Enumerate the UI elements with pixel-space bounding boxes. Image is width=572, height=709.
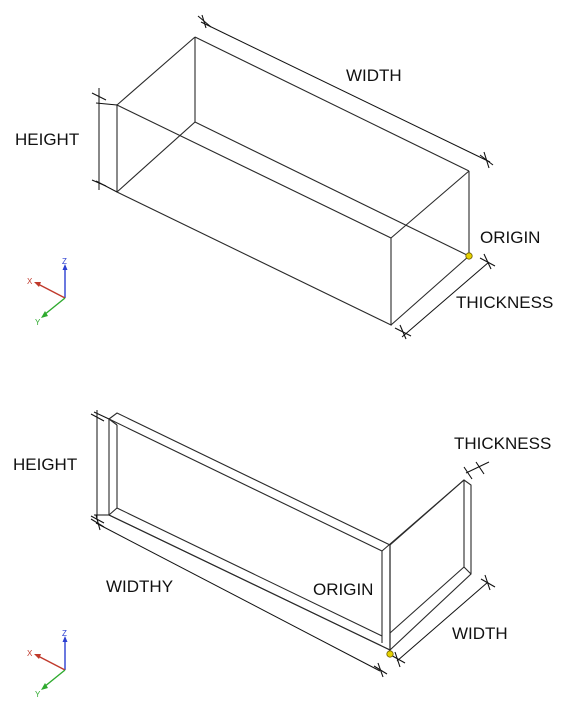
bottom-origin-marker xyxy=(386,650,394,658)
top-axis-y-line xyxy=(43,297,66,316)
top-width-dimension xyxy=(197,14,494,169)
bottom-thickness-label: THICKNESS xyxy=(454,434,551,453)
bottom-axis-x-line xyxy=(37,655,66,671)
top-axis-x-label: X xyxy=(27,277,33,286)
bottom-axis-y-line xyxy=(43,669,66,688)
bottom-long-wall-bottom-edge xyxy=(108,514,391,651)
bottom-width-dimension xyxy=(388,574,496,668)
bottom-axis-z-arrow-icon xyxy=(62,636,68,642)
bottom-wall-diagram: HEIGHT THICKNESS WIDTHY ORIGIN WIDTH xyxy=(13,410,551,678)
top-width-label: WIDTH xyxy=(346,66,402,85)
top-box-top-right-edge xyxy=(194,36,470,172)
top-thickness-label: THICKNESS xyxy=(456,293,553,312)
bottom-long-wall-bottom-inner-edge xyxy=(108,507,118,516)
bottom-thickness-dimension xyxy=(463,461,490,480)
bottom-width-label: WIDTH xyxy=(452,624,508,643)
bottom-short-wall-end-bottom xyxy=(463,566,472,575)
top-axis-z-label: Z xyxy=(62,257,67,266)
top-axis-triad: Z X Y xyxy=(27,257,68,327)
top-height-dimension xyxy=(91,88,118,193)
bottom-axis-x-arrow-icon xyxy=(34,654,41,659)
top-box-right-bottom-edge xyxy=(390,255,470,326)
top-axis-y-arrow-icon xyxy=(41,311,48,318)
bottom-long-wall-left-inner-edge xyxy=(108,418,118,426)
bottom-widthy-dimension xyxy=(90,514,388,678)
bottom-axis-y-label: Y xyxy=(35,690,41,699)
bottom-short-wall-top-inner-edge xyxy=(381,479,465,552)
bottom-wall-wireframe xyxy=(108,412,472,652)
bottom-origin-label: ORIGIN xyxy=(313,580,373,599)
bottom-long-wall-top-inner-edge xyxy=(108,418,383,552)
top-box-diagram: WIDTH HEIGHT ORIGIN THICKNESS xyxy=(15,14,553,340)
top-box-top-front-edge xyxy=(390,170,470,239)
bottom-short-wall-inner-bottom xyxy=(389,566,465,634)
bottom-axis-x-label: X xyxy=(27,649,33,658)
top-height-label: HEIGHT xyxy=(15,130,79,149)
bottom-widthy-label: WIDTHY xyxy=(106,577,173,596)
top-axis-z-arrow-icon xyxy=(62,264,68,270)
top-axis-x-arrow-icon xyxy=(34,282,41,287)
top-box-hidden-bottom-left-edge xyxy=(116,121,196,193)
bottom-axis-triad: Z X Y xyxy=(27,629,68,699)
bottom-long-wall-inner-face xyxy=(116,425,383,637)
bottom-axis-y-arrow-icon xyxy=(41,683,48,690)
top-box-hidden-bottom-back-edge xyxy=(194,121,470,257)
bottom-height-label: HEIGHT xyxy=(13,455,77,474)
bottom-height-dimension xyxy=(90,410,110,524)
top-axis-y-label: Y xyxy=(35,318,41,327)
bottom-long-wall-outer xyxy=(108,412,391,651)
top-box-front-face xyxy=(116,104,392,326)
top-origin-marker xyxy=(465,252,473,260)
top-box-wireframe xyxy=(116,36,470,326)
top-thickness-dimension xyxy=(394,253,496,340)
bottom-axis-z-label: Z xyxy=(62,629,67,638)
top-box-top-back-edge xyxy=(116,36,196,106)
top-origin-label: ORIGIN xyxy=(480,228,540,247)
top-axis-x-line xyxy=(37,283,66,299)
